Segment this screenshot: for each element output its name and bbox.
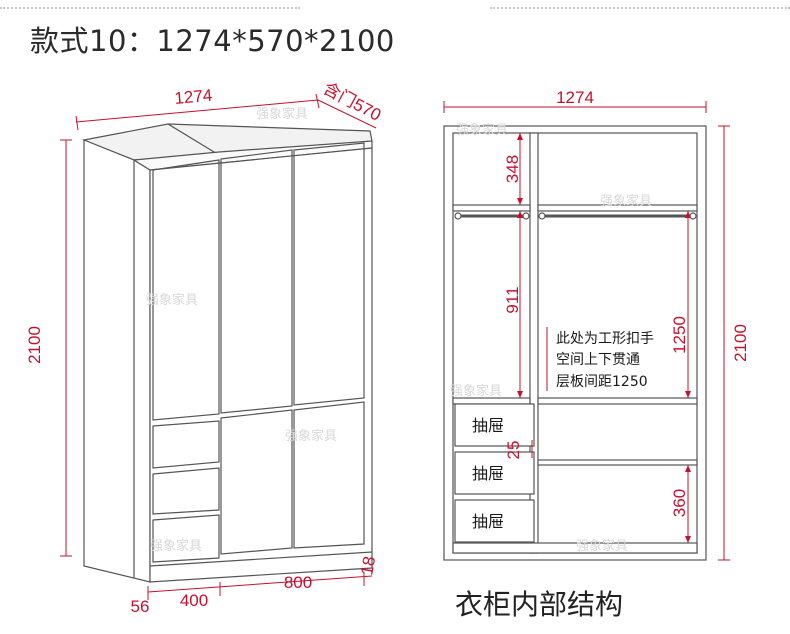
drawer-label-3: 抽屉 — [472, 512, 504, 531]
right-middle-shelf — [537, 397, 698, 405]
width-dim-line — [75, 99, 319, 123]
top-space-arrow-up — [517, 133, 523, 140]
bottom-dim-line — [147, 575, 373, 593]
plinth-line — [149, 551, 373, 567]
upper-right-door — [293, 142, 365, 406]
wardrobe-interior-view — [443, 125, 707, 561]
upper-left-door — [152, 159, 220, 421]
watermark-1: 强象家具 — [256, 106, 308, 122]
hanging-arrow-up — [517, 211, 523, 218]
watermark-4: 强象家具 — [285, 428, 337, 444]
watermark-7: 强象家具 — [150, 538, 202, 554]
note-line-2: 空间上下贯通 — [556, 352, 640, 368]
dimension-arrowheads — [517, 133, 691, 543]
note-line-1: 此处为工形扣手 — [556, 331, 654, 347]
top-space-arrow-down — [517, 198, 523, 205]
left-depth-label: 含门570 — [320, 79, 384, 125]
top-dotted-border-right — [490, 7, 790, 9]
right-dimension-lines — [443, 101, 730, 561]
lower-shelf-arrow-up — [685, 465, 691, 472]
top-space-label: 348 — [503, 155, 522, 183]
left-width-label: 1274 — [174, 86, 213, 108]
left-top-shelf — [452, 204, 531, 212]
drawer-gap-label: 25 — [504, 441, 523, 460]
interior-structure-caption: 衣柜内部结构 — [455, 588, 624, 621]
wardrobe-side-panel — [83, 139, 151, 583]
bottom-drawer-section-label: 400 — [180, 591, 208, 610]
right-top-shelf — [537, 204, 698, 212]
drawer-front-1 — [152, 420, 220, 469]
watermark-8: 强象家具 — [576, 538, 628, 554]
width-dim-tick-left — [75, 115, 79, 131]
drawer-label-1: 抽屉 — [472, 416, 504, 435]
drawer-label-2: 抽屉 — [472, 464, 504, 483]
hanging-space-label: 911 — [503, 286, 522, 313]
watermark-5: 强象家具 — [600, 193, 652, 209]
bottom-door-thickness-label: 18 — [357, 555, 379, 577]
top-dotted-border-left — [0, 7, 300, 9]
right-rod-end-1 — [538, 212, 546, 220]
right-space-arrow-up — [685, 211, 691, 218]
front-frame — [149, 147, 373, 583]
interior-plinth — [452, 542, 698, 554]
right-rod-end-2 — [689, 212, 697, 220]
drawer-box-1 — [454, 403, 535, 447]
watermark-2: 强象家具 — [456, 122, 508, 138]
width-dim-tick-right — [315, 93, 320, 109]
drawer-box-3 — [454, 499, 535, 543]
drawer-box-2 — [454, 451, 535, 495]
left-rod-end-1 — [454, 212, 462, 220]
top-face-divider — [167, 123, 220, 156]
bottom-side-label: 56 — [131, 597, 150, 616]
lower-shelf-arrow-down — [685, 536, 691, 543]
right-space-label: 1250 — [670, 316, 689, 354]
wardrobe-3d-view — [81, 123, 373, 583]
upper-middle-door — [220, 149, 293, 414]
depth-dim-line — [317, 99, 377, 129]
page-title: 款式10：1274*570*2100 — [30, 24, 395, 58]
right-lower-shelf — [537, 459, 698, 466]
right-height-label: 2100 — [731, 324, 750, 362]
watermark-6: 强象家具 — [450, 383, 502, 399]
hanging-arrow-down — [517, 391, 523, 398]
drawer-front-2 — [152, 467, 220, 515]
left-rod-end-2 — [522, 212, 530, 220]
note-line-3: 层板间距1250 — [556, 374, 648, 390]
left-dimension-lines — [60, 93, 377, 600]
bottom-door-section-label: 800 — [284, 573, 312, 592]
right-space-arrow-down — [685, 391, 691, 398]
watermark-3: 强象家具 — [146, 292, 198, 308]
lower-right-door — [293, 401, 365, 549]
lower-shelf-label: 360 — [670, 489, 689, 517]
drawer-front-3 — [152, 514, 220, 563]
right-width-label: 1274 — [556, 88, 594, 107]
lower-middle-door — [220, 409, 293, 555]
left-height-label: 2100 — [25, 326, 44, 364]
